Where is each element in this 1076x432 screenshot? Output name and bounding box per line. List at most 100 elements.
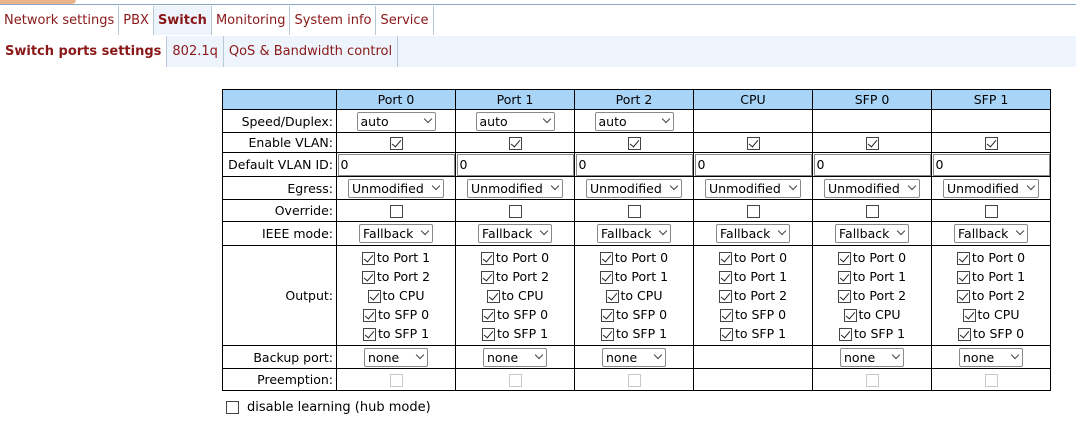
table-cell: auto xyxy=(574,109,694,133)
output-checkbox[interactable] xyxy=(837,271,851,284)
header-corner xyxy=(222,89,337,110)
backup-port-select[interactable]: none xyxy=(959,347,1023,367)
speed-duplex-select[interactable]: auto xyxy=(475,111,555,131)
output-checkbox[interactable] xyxy=(718,271,732,284)
default-vlan-id-input[interactable]: 0 xyxy=(932,153,1050,176)
output-checkbox[interactable] xyxy=(361,271,375,284)
tab-switch[interactable]: Switch xyxy=(153,6,212,35)
output-checkbox[interactable] xyxy=(367,290,381,303)
output-label: to Port 1 xyxy=(614,269,669,284)
ieee-mode-select[interactable]: Fallback xyxy=(597,224,671,243)
output-item: to Port 2 xyxy=(480,267,549,286)
output-checkbox[interactable] xyxy=(362,328,376,341)
table-cell xyxy=(693,345,813,369)
output-checkbox[interactable] xyxy=(837,290,851,303)
subtab-qos-bandwidth[interactable]: QoS & Bandwidth control xyxy=(224,36,399,67)
disable-learning-checkbox[interactable] xyxy=(226,401,239,414)
default-vlan-id-input[interactable]: 0 xyxy=(694,153,812,176)
default-vlan-id-input[interactable]: 0 xyxy=(456,153,574,176)
output-checkbox[interactable] xyxy=(718,252,732,265)
enable-vlan-checkbox[interactable] xyxy=(865,137,879,150)
output-checkbox[interactable] xyxy=(718,290,732,303)
backup-port-select[interactable]: none xyxy=(364,347,428,367)
tab-pbx[interactable]: PBX xyxy=(119,6,154,35)
output-checkbox[interactable] xyxy=(362,309,376,322)
output-checkbox[interactable] xyxy=(480,271,494,284)
backup-port-select-value: none xyxy=(487,349,519,365)
output-item: to SFP 1 xyxy=(481,324,548,343)
output-checkbox[interactable] xyxy=(481,328,495,341)
tab-monitoring[interactable]: Monitoring xyxy=(212,6,291,35)
ieee-mode-select[interactable]: Fallback xyxy=(478,224,552,243)
enable-vlan-checkbox[interactable] xyxy=(627,137,641,150)
preemption-checkbox xyxy=(984,374,998,387)
table-cell xyxy=(693,109,813,133)
enable-vlan-checkbox[interactable] xyxy=(389,137,403,150)
default-vlan-id-input[interactable]: 0 xyxy=(337,153,455,176)
output-checkbox[interactable] xyxy=(605,290,619,303)
override-checkbox[interactable] xyxy=(508,205,522,218)
egress-select[interactable]: Unmodified xyxy=(348,178,444,198)
table-cell: Fallback xyxy=(812,221,932,246)
egress-select[interactable]: Unmodified xyxy=(824,178,920,198)
backup-port-select[interactable]: none xyxy=(483,347,547,367)
subtab-8021q[interactable]: 802.1q xyxy=(167,36,224,67)
egress-select[interactable]: Unmodified xyxy=(943,178,1039,198)
egress-select[interactable]: Unmodified xyxy=(586,178,682,198)
enable-vlan-checkbox[interactable] xyxy=(746,137,760,150)
output-checkbox[interactable] xyxy=(956,252,970,265)
output-checkbox[interactable] xyxy=(480,252,494,265)
output-checkbox[interactable] xyxy=(599,271,613,284)
output-checkbox[interactable] xyxy=(956,271,970,284)
tab-system-info[interactable]: System info xyxy=(290,6,377,35)
output-item: to Port 1 xyxy=(599,267,669,286)
output-checkbox[interactable] xyxy=(719,328,733,341)
backup-port-select-value: none xyxy=(963,349,995,365)
table-cell xyxy=(812,109,932,133)
chevron-down-icon xyxy=(891,350,901,359)
subtab-switch-ports-settings[interactable]: Switch ports settings xyxy=(0,36,168,67)
tab-network-settings[interactable]: Network settings xyxy=(0,6,120,35)
override-checkbox[interactable] xyxy=(865,205,879,218)
output-checkbox[interactable] xyxy=(486,290,500,303)
output-checkbox[interactable] xyxy=(837,252,851,265)
default-vlan-id-input[interactable]: 0 xyxy=(813,153,931,176)
output-checkbox[interactable] xyxy=(962,309,976,322)
backup-port-select[interactable]: none xyxy=(602,347,666,367)
output-checkbox[interactable] xyxy=(600,309,614,322)
egress-select-value: Unmodified xyxy=(828,180,900,196)
output-checkbox[interactable] xyxy=(481,309,495,322)
output-label: to Port 1 xyxy=(971,269,1026,284)
egress-select[interactable]: Unmodified xyxy=(467,178,563,198)
output-checkbox[interactable] xyxy=(719,309,733,322)
override-checkbox[interactable] xyxy=(389,205,403,218)
output-checkbox[interactable] xyxy=(361,252,375,265)
default-vlan-id-input[interactable]: 0 xyxy=(575,153,693,176)
output-checkbox[interactable] xyxy=(956,290,970,303)
output-item: to Port 0 xyxy=(956,248,1025,267)
output-checkbox[interactable] xyxy=(838,328,852,341)
enable-vlan-checkbox[interactable] xyxy=(508,137,522,150)
ieee-mode-select[interactable]: Fallback xyxy=(954,224,1028,243)
ieee-mode-select[interactable]: Fallback xyxy=(835,224,909,243)
override-checkbox[interactable] xyxy=(746,205,760,218)
override-checkbox[interactable] xyxy=(984,205,998,218)
override-checkbox[interactable] xyxy=(627,205,641,218)
speed-duplex-select[interactable]: auto xyxy=(594,111,674,131)
speed-duplex-select-value: auto xyxy=(598,113,627,129)
table-cell: Unmodified xyxy=(812,176,932,200)
output-checkbox[interactable] xyxy=(957,328,971,341)
enable-vlan-checkbox[interactable] xyxy=(984,137,998,150)
output-checkbox[interactable] xyxy=(599,252,613,265)
ieee-mode-select[interactable]: Fallback xyxy=(359,224,433,243)
backup-port-select[interactable]: none xyxy=(840,347,904,367)
output-label: to Port 0 xyxy=(852,250,907,265)
egress-select[interactable]: Unmodified xyxy=(705,178,801,198)
output-checkbox[interactable] xyxy=(843,309,857,322)
ieee-mode-select[interactable]: Fallback xyxy=(716,224,790,243)
speed-duplex-select[interactable]: auto xyxy=(356,111,436,131)
output-checkbox[interactable] xyxy=(600,328,614,341)
tab-service[interactable]: Service xyxy=(376,6,434,35)
